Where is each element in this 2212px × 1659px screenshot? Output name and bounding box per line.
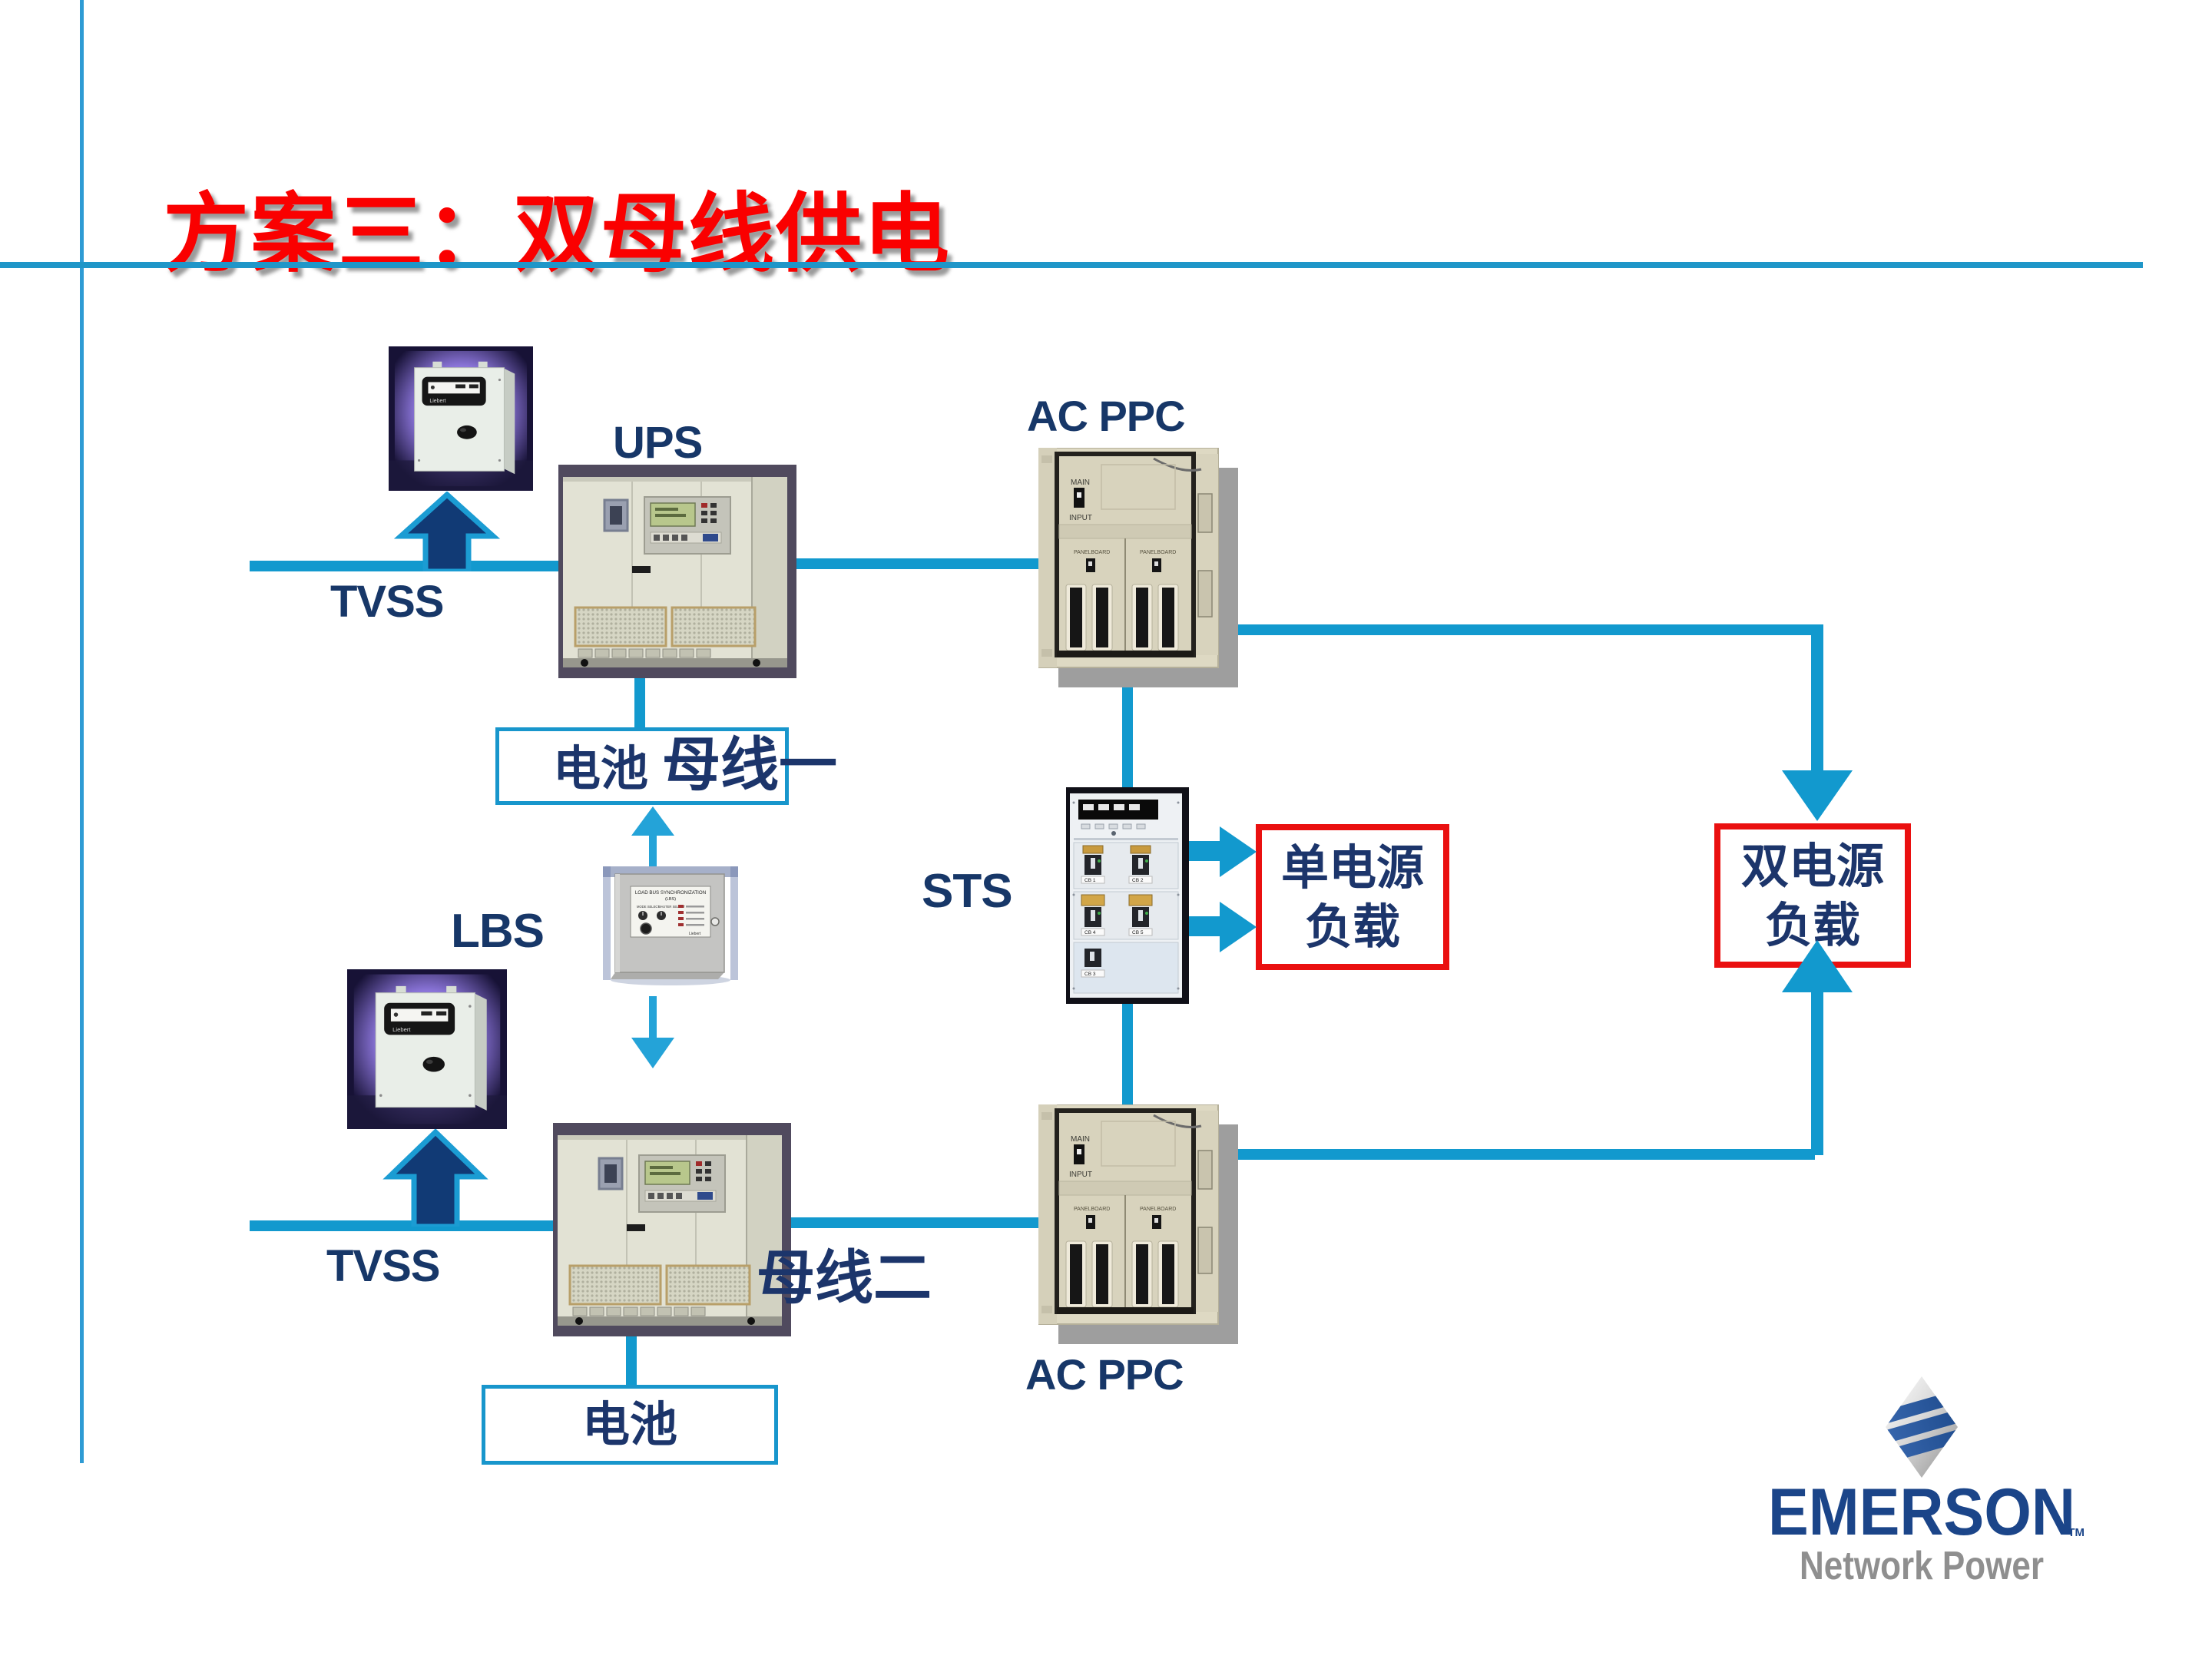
line-ups-bottom-to-acppc-bottom	[791, 1217, 1038, 1228]
dual-load-line1: 双电源	[1740, 837, 1884, 894]
acppc-device-image-bottom	[1038, 1104, 1238, 1344]
dual-load-line2: 负载	[1764, 897, 1860, 953]
surge-arrow-icon-top	[393, 492, 501, 571]
battery-box-top: 电池	[495, 727, 789, 805]
tvss-top-label: TVSS	[330, 577, 444, 627]
line-ups-top-to-acppc-top	[796, 558, 1041, 569]
line-ups-bottom-to-battery-bottom	[626, 1336, 637, 1385]
lbs-device-image	[603, 866, 738, 988]
line-acppc-top-to-right	[1227, 624, 1818, 635]
emerson-diamond-icon	[1886, 1376, 1958, 1478]
left-accent-line	[80, 0, 84, 1463]
line-sts-output2-shaft	[1189, 916, 1221, 936]
sts-label: STS	[922, 865, 1013, 918]
lbs-down-arrowhead-icon	[631, 1038, 674, 1068]
line-right-down-to-dual-load	[1811, 624, 1823, 772]
single-load-line1: 单电源	[1280, 839, 1424, 896]
line-lbs-down-shaft	[649, 996, 657, 1041]
line-right-up-to-dual-load	[1811, 991, 1823, 1155]
single-source-load-box: 单电源 负载	[1256, 824, 1449, 970]
line-lbs-up-shaft	[649, 833, 657, 866]
acppc-top-label: AC PPC	[1027, 392, 1186, 440]
single-load-line2: 负载	[1304, 899, 1400, 955]
tvss-device-image-bottom	[347, 969, 507, 1129]
surge-arrow-icon-bottom	[382, 1129, 488, 1227]
sts-device-image	[1066, 787, 1189, 1004]
battery-box-bottom: 电池	[482, 1385, 778, 1465]
dual-load-up-arrowhead-icon	[1782, 940, 1853, 992]
sts-output1-arrowhead-icon	[1220, 826, 1257, 877]
title-divider	[0, 262, 2143, 268]
line-utility-to-ups-bottom	[250, 1220, 553, 1231]
line-sts-to-acppc-bottom	[1122, 1004, 1133, 1118]
battery-bottom-label: 电池	[581, 1396, 677, 1452]
bus-two-label: 母线二	[757, 1243, 932, 1312]
line-sts-output1-shaft	[1189, 841, 1221, 861]
tvss-bottom-label: TVSS	[326, 1241, 440, 1291]
tvss-device-image-top	[389, 346, 533, 491]
line-utility-to-ups-top	[250, 561, 558, 571]
ups-device-image-top	[558, 465, 796, 678]
emerson-brand-text: EMERSON	[1768, 1475, 2075, 1549]
lbs-up-arrowhead-icon	[631, 806, 674, 836]
dual-load-down-arrowhead-icon	[1782, 770, 1853, 821]
line-acppc-bottom-to-right	[1227, 1149, 1815, 1160]
ups-device-image-bottom	[553, 1123, 791, 1336]
line-ups-top-to-battery-top	[634, 678, 645, 727]
line-acppc-top-to-sts	[1122, 674, 1133, 789]
sts-output2-arrowhead-icon	[1220, 902, 1257, 952]
emerson-tm-text: TM	[2068, 1526, 2085, 1539]
lbs-label: LBS	[451, 905, 545, 958]
ups-label: UPS	[613, 418, 703, 468]
emerson-logo: EMERSON TM Network Power	[1768, 1376, 2085, 1588]
battery-top-label: 电池	[553, 740, 649, 796]
bus-one-label: 母线一	[662, 730, 837, 799]
acppc-device-image-top	[1038, 448, 1238, 687]
network-power-text: Network Power	[1800, 1544, 2044, 1588]
acppc-bottom-label: AC PPC	[1025, 1350, 1184, 1399]
